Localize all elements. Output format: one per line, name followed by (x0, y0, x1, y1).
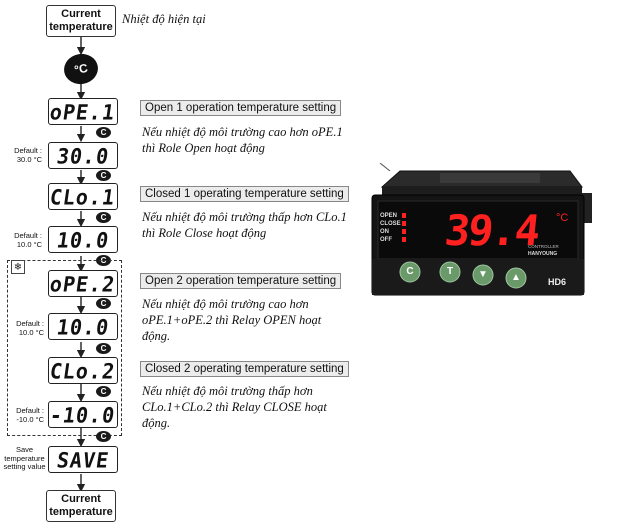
start-current-temperature-box: Current temperature (46, 5, 116, 37)
c-button-icon: C (96, 343, 111, 354)
default-clo2: Default :-10.0 °C (16, 406, 44, 424)
step-note-ope1: Nếu nhiệt độ môi trường cao hơn oPE.1 th… (142, 125, 343, 155)
end-current-temperature-box: Current temperature (46, 490, 116, 522)
c-button-icon: C (96, 127, 111, 138)
display-save: SAVE (48, 446, 118, 473)
display-clo2: CLo.2 (48, 357, 118, 384)
default-ope2: Default :10.0 °C (16, 319, 44, 337)
stage-2-group (7, 260, 122, 436)
start-box-label: Current temperature (49, 8, 113, 33)
controller-brand-logo: HANYOUNG (528, 251, 558, 257)
display-ope1: oPE.1 (48, 98, 118, 125)
controller-unit: °C (556, 212, 569, 224)
step-note-clo1: Nếu nhiệt độ môi trường thấp hơn CLo.1 t… (142, 210, 347, 240)
start-note: Nhiệt độ hiện tại (122, 12, 206, 26)
c-button-icon: C (96, 170, 111, 181)
controller-button-down: ▼ (478, 269, 488, 280)
c-button-icon: C (96, 212, 111, 223)
save-label: Save temperature setting value (3, 445, 46, 471)
hd6-controller-device (371, 163, 592, 296)
controller-model: HD6 (548, 277, 567, 287)
controller-reading: 39.4 (442, 206, 541, 255)
indicator-labels: OPEN CLOSE ON OFF (380, 213, 401, 243)
value-display-clo2: -10.0 (48, 401, 118, 428)
step-note-ope2: Nếu nhiệt độ môi trường cao hơn oPE.1+oP… (142, 297, 322, 343)
step-title-clo2: Closed 2 operating temperature setting (140, 361, 349, 377)
display-clo1: CLo.1 (48, 183, 118, 210)
controller-button-t: T (446, 266, 454, 277)
value-display-clo1: 10.0 (48, 226, 118, 253)
step-title-ope1: Open 1 operation temperature setting (140, 100, 342, 116)
c-button-icon: C (96, 431, 111, 442)
c-button-icon: C (96, 386, 111, 397)
controller-brand-sub: CONTROLLER (528, 244, 559, 249)
display-ope2: oPE.2 (48, 270, 118, 297)
c-button-icon: C (96, 298, 111, 309)
step-note-clo2: Nếu nhiệt độ môi trường thấp hơn CLo.1+C… (142, 384, 327, 430)
value-display-ope2: 10.0 (48, 313, 118, 340)
flow-arrows (76, 37, 86, 493)
step-title-ope2: Open 2 operation temperature setting (140, 273, 342, 289)
snowflake-icon: ❄ (11, 260, 25, 274)
step-title-clo1: Closed 1 operating temperature setting (140, 186, 349, 202)
controller-button-c: C (406, 266, 414, 277)
default-ope1: Default :30.0 °C (14, 146, 42, 164)
value-display-ope1: 30.0 (48, 142, 118, 169)
end-box-label: Current temperature (49, 493, 113, 518)
default-clo1: Default :10.0 °C (14, 231, 42, 249)
controller-button-up: ▲ (511, 272, 521, 283)
